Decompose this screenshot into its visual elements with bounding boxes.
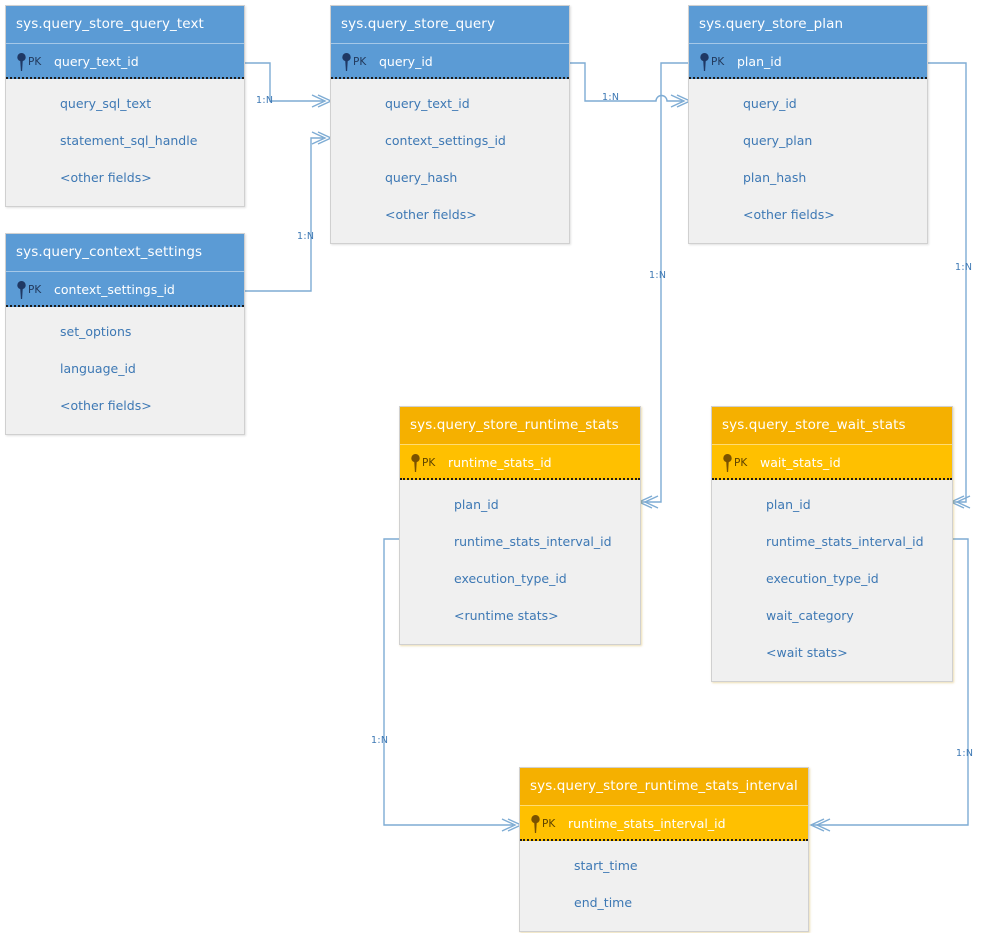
field-row: runtime_stats_interval_id [454,534,612,549]
entity-query-store-runtime-stats[interactable]: sys.query_store_runtime_stats PK runtime… [399,406,641,645]
key-icon [16,53,27,71]
field-row: query_sql_text [60,96,152,111]
entity-query-store-wait-stats[interactable]: sys.query_store_wait_stats PK wait_stats… [711,406,953,682]
entity-query-store-runtime-stats-interval[interactable]: sys.query_store_runtime_stats_interval P… [519,767,809,932]
entity-fields: plan_id runtime_stats_interval_id execut… [400,480,640,644]
field-row: wait_category [766,608,854,623]
relationship-label-6: 1:N [371,735,389,746]
field-row: <other fields> [60,170,152,185]
field-row: plan_id [766,497,811,512]
relationship-plan-to-runtime-stats [637,62,688,509]
field-row: <other fields> [385,207,477,222]
field-row: query_plan [743,133,813,148]
pk-field-name: query_text_id [54,54,139,69]
field-row: context_settings_id [385,133,506,148]
relationship-label-4: 1:N [649,270,667,281]
field-row: query_id [743,96,797,111]
entity-query-store-plan[interactable]: sys.query_store_plan PK plan_id query_id… [688,5,928,244]
field-row: language_id [60,361,136,376]
entity-fields: query_text_id context_settings_id query_… [331,79,569,243]
field-row: start_time [574,858,638,873]
relationship-label-1: 1:N [256,95,274,106]
entity-primary-key-row[interactable]: PK query_id [331,43,569,79]
key-icon [16,281,27,299]
field-row: statement_sql_handle [60,133,198,148]
field-row: <other fields> [743,207,835,222]
pk-field-name: wait_stats_id [760,455,841,470]
key-icon [722,454,733,472]
field-row: query_hash [385,170,458,185]
field-row: <wait stats> [766,645,848,660]
pk-label: PK [542,818,556,830]
field-row: plan_hash [743,170,807,185]
key-icon [699,53,710,71]
field-row: execution_type_id [454,571,567,586]
pk-label: PK [711,56,725,68]
entity-primary-key-row[interactable]: PK runtime_stats_id [400,444,640,480]
entity-primary-key-row[interactable]: PK wait_stats_id [712,444,952,480]
key-icon [530,815,541,833]
entity-primary-key-row[interactable]: PK query_text_id [6,43,244,79]
field-row: query_text_id [385,96,470,111]
pk-label: PK [353,56,367,68]
field-row: runtime_stats_interval_id [766,534,924,549]
pk-label: PK [28,284,42,296]
entity-title: sys.query_store_plan [689,6,927,43]
field-row: set_options [60,324,132,339]
entity-title: sys.query_context_settings [6,234,244,271]
entity-fields: set_options language_id <other fields> [6,307,244,434]
field-row: execution_type_id [766,571,879,586]
pk-field-name: runtime_stats_id [448,455,552,470]
pk-label: PK [734,457,748,469]
entity-title: sys.query_store_runtime_stats [400,407,640,444]
entity-query-store-query-text[interactable]: sys.query_store_query_text PK query_text… [5,5,245,207]
entity-fields: start_time end_time [520,841,808,931]
entity-title: sys.query_store_query_text [6,6,244,43]
entity-query-context-settings[interactable]: sys.query_context_settings PK context_se… [5,233,245,435]
entity-primary-key-row[interactable]: PK context_settings_id [6,271,244,307]
field-row: plan_id [454,497,499,512]
relationship-label-2: 1:N [297,231,315,242]
pk-field-name: context_settings_id [54,282,175,297]
entity-query-store-query[interactable]: sys.query_store_query PK query_id query_… [330,5,570,244]
pk-label: PK [422,457,436,469]
relationship-query-to-plan [570,62,692,108]
entity-title: sys.query_store_runtime_stats_interval [520,768,808,805]
entity-title: sys.query_store_query [331,6,569,43]
pk-field-name: runtime_stats_interval_id [568,816,726,831]
key-icon [410,454,421,472]
relationship-label-5: 1:N [955,262,973,273]
entity-title: sys.query_store_wait_stats [712,407,952,444]
entity-primary-key-row[interactable]: PK plan_id [689,43,927,79]
relationship-label-3: 1:N [602,92,620,103]
entity-fields: plan_id runtime_stats_interval_id execut… [712,480,952,681]
field-row: <runtime stats> [454,608,559,623]
entity-primary-key-row[interactable]: PK runtime_stats_interval_id [520,805,808,841]
relationship-context-settings-to-query [245,131,333,292]
entity-fields: query_id query_plan plan_hash <other fie… [689,79,927,243]
relationship-label-7: 1:N [956,748,974,759]
pk-label: PK [28,56,42,68]
field-row: <other fields> [60,398,152,413]
pk-field-name: plan_id [737,54,782,69]
pk-field-name: query_id [379,54,433,69]
key-icon [341,53,352,71]
entity-fields: query_sql_text statement_sql_handle <oth… [6,79,244,206]
field-row: end_time [574,895,633,910]
